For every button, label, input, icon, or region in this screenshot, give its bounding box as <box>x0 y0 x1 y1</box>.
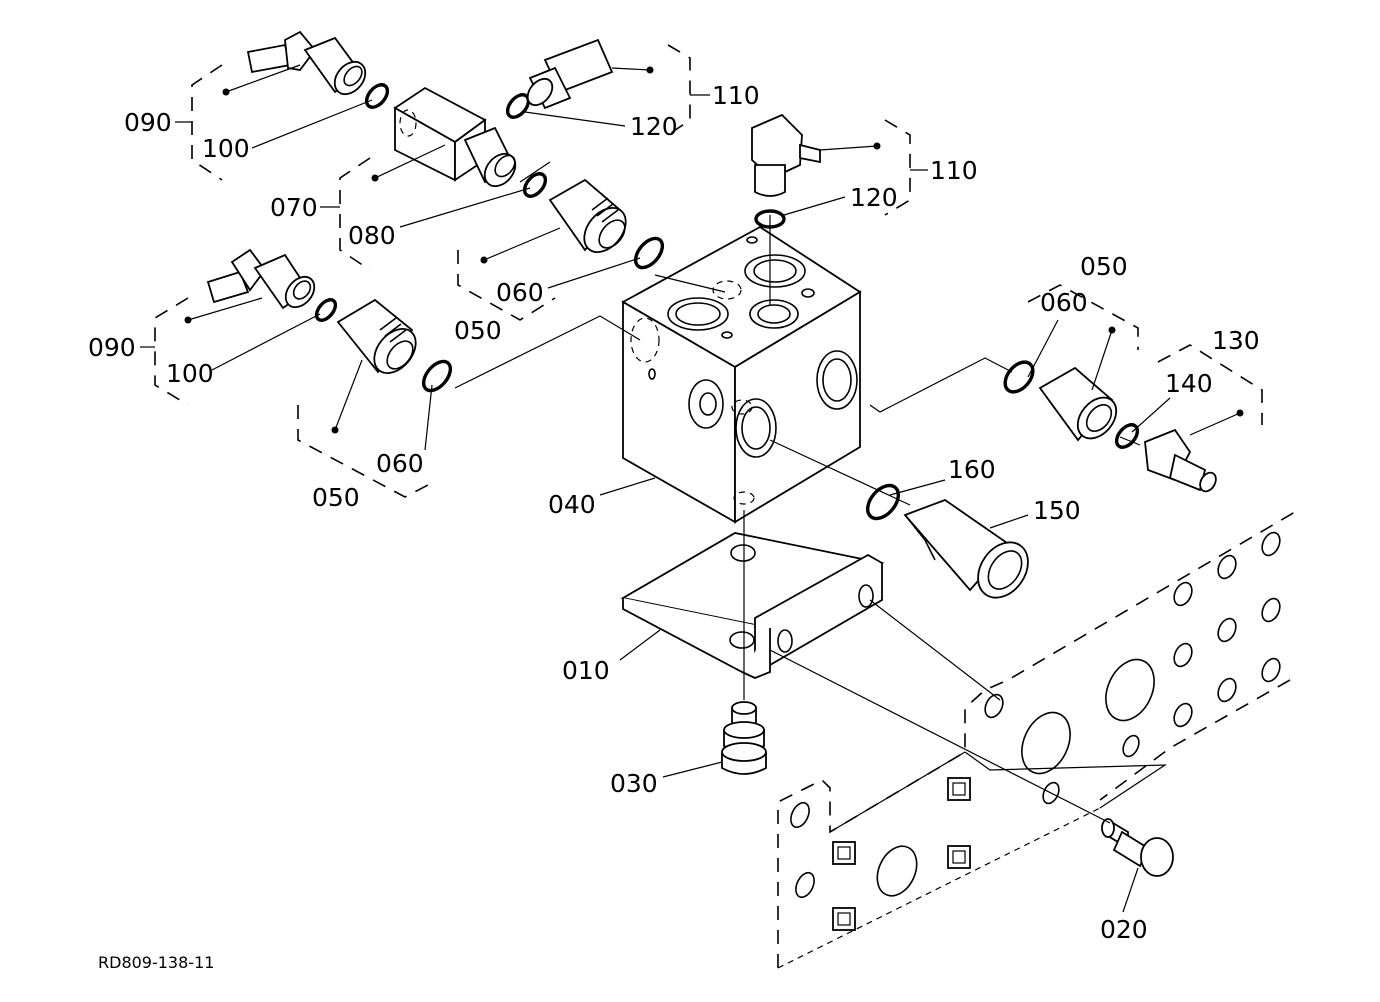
label-120-upper: 120 <box>630 112 678 141</box>
label-120-right: 120 <box>850 183 898 212</box>
label-060-top: 060 <box>496 278 544 307</box>
label-060-right: 060 <box>1040 288 1088 317</box>
label-050-left: 050 <box>312 483 360 512</box>
label-070: 070 <box>270 193 318 222</box>
part-110-sensor-upper <box>526 38 614 110</box>
label-090-upper: 090 <box>124 108 172 137</box>
label-100-upper: 100 <box>202 134 250 163</box>
label-060-left: 060 <box>376 449 424 478</box>
label-110-right: 110 <box>930 156 978 185</box>
part-030-bolt <box>721 701 767 775</box>
part-070-block <box>393 86 487 182</box>
label-100-lower: 100 <box>166 359 214 388</box>
label-150: 150 <box>1033 496 1081 525</box>
part-130-sensor <box>1144 428 1217 493</box>
drawing-code: RD809-138-11 <box>98 953 214 972</box>
part-080-fitting <box>463 126 517 188</box>
leader-lines <box>140 64 1244 913</box>
part-010-bracket <box>620 532 885 679</box>
assembly-centerlines <box>454 161 1141 824</box>
part-060-adapter-left <box>336 298 417 374</box>
label-090-lower: 090 <box>88 333 136 362</box>
label-080: 080 <box>348 221 396 250</box>
square-nut <box>832 777 971 931</box>
part-060-adapter-top <box>548 178 627 253</box>
part-060-adapter-right <box>1038 366 1118 442</box>
o-rings <box>314 83 1140 521</box>
part-labels: 090 100 070 080 060 050 090 100 060 050 … <box>88 81 1260 972</box>
label-110-upper: 110 <box>712 81 760 110</box>
part-150-adapter <box>903 498 1029 599</box>
part-090-elbow-upper <box>246 30 367 96</box>
part-040-valve-block <box>621 225 862 524</box>
label-030: 030 <box>610 769 658 798</box>
label-130: 130 <box>1212 326 1260 355</box>
part-110-sensor-right <box>751 113 821 197</box>
label-010: 010 <box>562 656 610 685</box>
label-140: 140 <box>1165 369 1213 398</box>
label-050-right: 050 <box>1080 252 1128 281</box>
label-040: 040 <box>548 490 596 519</box>
label-050-top: 050 <box>454 316 502 345</box>
label-020: 020 <box>1100 915 1148 944</box>
label-160: 160 <box>948 455 996 484</box>
part-090-elbow-lower <box>206 248 316 310</box>
part-020-bolt <box>1101 818 1174 877</box>
